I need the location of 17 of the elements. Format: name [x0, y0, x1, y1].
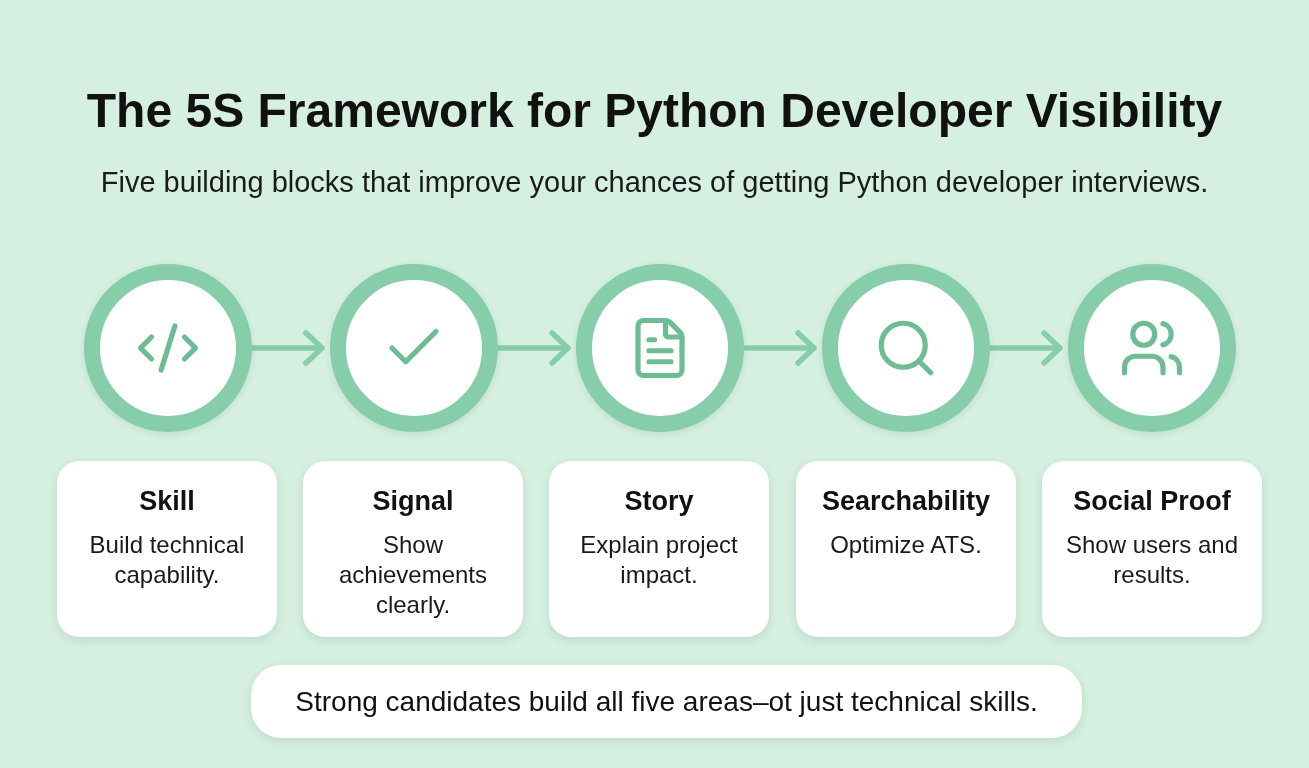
card-description: Show achievements clearly. — [337, 530, 489, 620]
arrow — [498, 330, 571, 366]
card-description: Explain project impact. — [579, 530, 739, 590]
arrow — [744, 330, 817, 366]
arrow — [990, 330, 1063, 366]
card-heading: Social Proof — [1073, 485, 1231, 517]
card-heading: Story — [624, 485, 694, 517]
subtitle: Five building blocks that improve your chances of getting Python developer interviews. — [100, 165, 1209, 200]
card-description: Optimize ATS. — [830, 530, 982, 560]
title: The 5S Framework for Python Developer Visibility — [86, 83, 1223, 139]
card-description: Build technical capability. — [88, 530, 246, 590]
card-heading: Signal — [372, 485, 454, 517]
arrow — [252, 330, 325, 366]
card-heading: Skill — [139, 485, 195, 517]
card-heading: Searchability — [821, 485, 991, 517]
summary-text: Strong candidates build all five areas–ot just technical skills. — [295, 684, 1038, 719]
card-description: Show users and results. — [1064, 530, 1240, 590]
